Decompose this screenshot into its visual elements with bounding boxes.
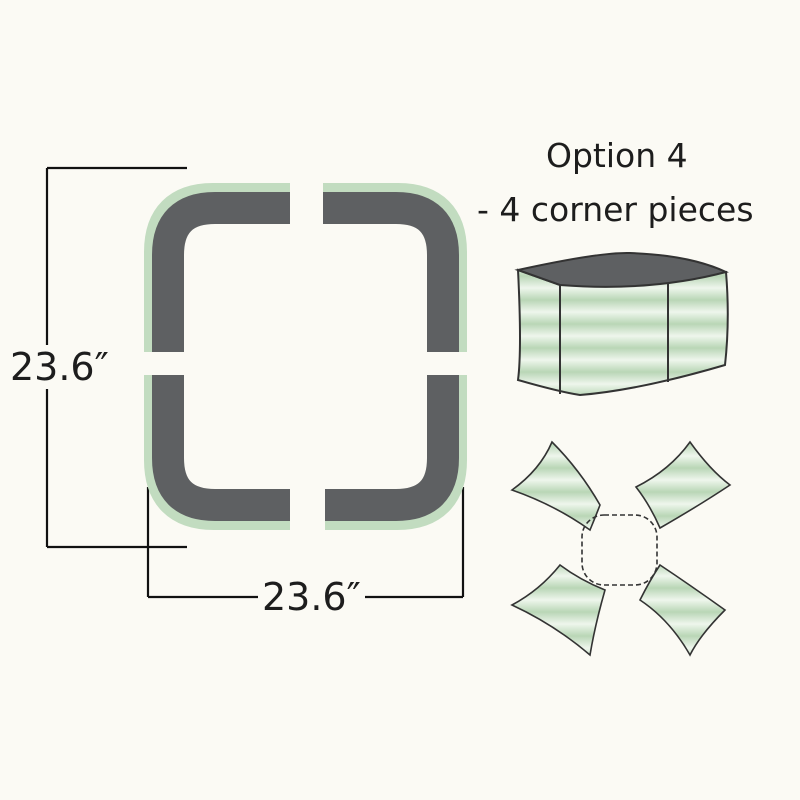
height-dimension-label: 23.6″: [10, 345, 109, 389]
corner-piece-bottom-left: [144, 375, 290, 530]
option-title: Option 4: [546, 136, 688, 175]
corner-piece-top-left: [144, 183, 290, 352]
corner-pieces-top-view: [144, 183, 467, 530]
assembled-bed-illustration: [514, 251, 729, 397]
option-subtitle: - 4 corner pieces: [477, 190, 754, 229]
corner-piece-top-right: [323, 183, 467, 352]
exploded-corner-pieces: [510, 440, 732, 657]
width-dimension-label: 23.6″: [258, 575, 365, 619]
corner-piece-bottom-right: [325, 375, 467, 530]
